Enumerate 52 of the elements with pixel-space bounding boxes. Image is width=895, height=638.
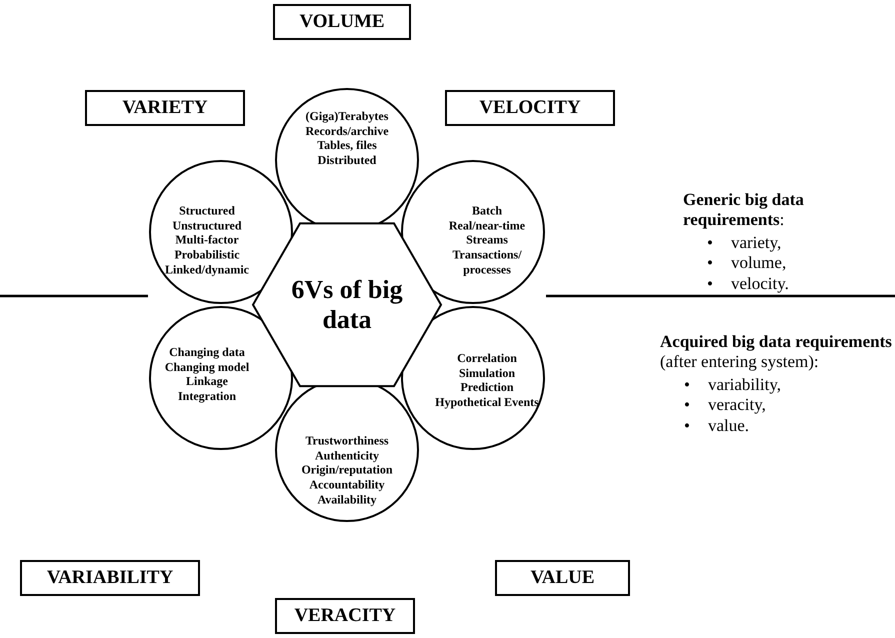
center-title: 6Vs of big data — [290, 275, 404, 335]
characteristic-text: Authenticity — [314, 448, 380, 463]
requirement-item: value. — [708, 416, 750, 436]
characteristic-text: Correlation — [456, 350, 518, 366]
characteristic-text: Trustworthiness — [304, 433, 390, 448]
characteristic-text: Integration — [177, 388, 237, 404]
characteristic-text: Batch — [471, 203, 503, 218]
category-label: VOLUME — [273, 4, 411, 40]
characteristic-text: Multi-factor — [174, 232, 240, 248]
characteristic-text: Availability — [316, 492, 378, 507]
requirement-item: velocity. — [730, 274, 789, 294]
requirements-heading: Generic big data requirements: — [683, 190, 805, 231]
characteristic-text: Probabilistic — [173, 247, 241, 262]
characteristic-text: Hypothetical Events — [434, 394, 540, 410]
characteristic-text: Tables, files — [316, 138, 378, 153]
category-circle — [149, 160, 293, 304]
characteristic-text: Prediction — [459, 380, 515, 395]
requirement-item: veracity, — [708, 395, 766, 416]
bullet-mark: • — [707, 232, 713, 254]
requirement-item: variety, — [730, 232, 782, 254]
requirements-heading: Acquired big data requirements (after entering system): — [660, 332, 892, 373]
category-circle — [401, 160, 545, 304]
requirement-item: volume, — [730, 253, 786, 274]
characteristic-text: Real/near-time — [448, 218, 526, 233]
bullet-mark: • — [684, 395, 690, 416]
category-label: VELOCITY — [445, 90, 615, 126]
bullet-mark: • — [684, 374, 690, 396]
category-label: VALUE — [495, 560, 630, 596]
characteristic-text: Simulation — [458, 365, 516, 380]
characteristic-text: Records/archive — [304, 123, 390, 138]
characteristic-text: Unstructured — [171, 218, 243, 233]
category-label: VARIABILITY — [20, 560, 200, 596]
category-circle — [149, 306, 293, 450]
characteristic-text: Changing data — [168, 344, 246, 360]
characteristic-text: Accountability — [308, 477, 386, 492]
characteristic-text: Origin/reputation — [300, 462, 394, 478]
characteristic-text: Distributed — [316, 152, 378, 168]
characteristic-text: Structured — [178, 203, 236, 218]
category-label: VERACITY — [275, 598, 415, 634]
center-hexagon — [253, 223, 441, 387]
characteristic-text: Changing model — [164, 359, 250, 374]
characteristic-text: Streams — [465, 232, 509, 248]
characteristic-text: Linkage — [184, 374, 229, 389]
bullet-mark: • — [707, 253, 713, 274]
category-label: VARIETY — [85, 90, 245, 126]
characteristic-text: (Giga)Terabytes — [304, 108, 390, 124]
characteristic-text: Linked/dynamic — [164, 262, 250, 277]
requirement-item: variability, — [708, 374, 781, 396]
characteristic-text: Transactions/ processes — [451, 247, 523, 277]
category-circle — [401, 306, 545, 450]
bullet-mark: • — [684, 416, 690, 436]
bullet-mark: • — [707, 274, 713, 294]
